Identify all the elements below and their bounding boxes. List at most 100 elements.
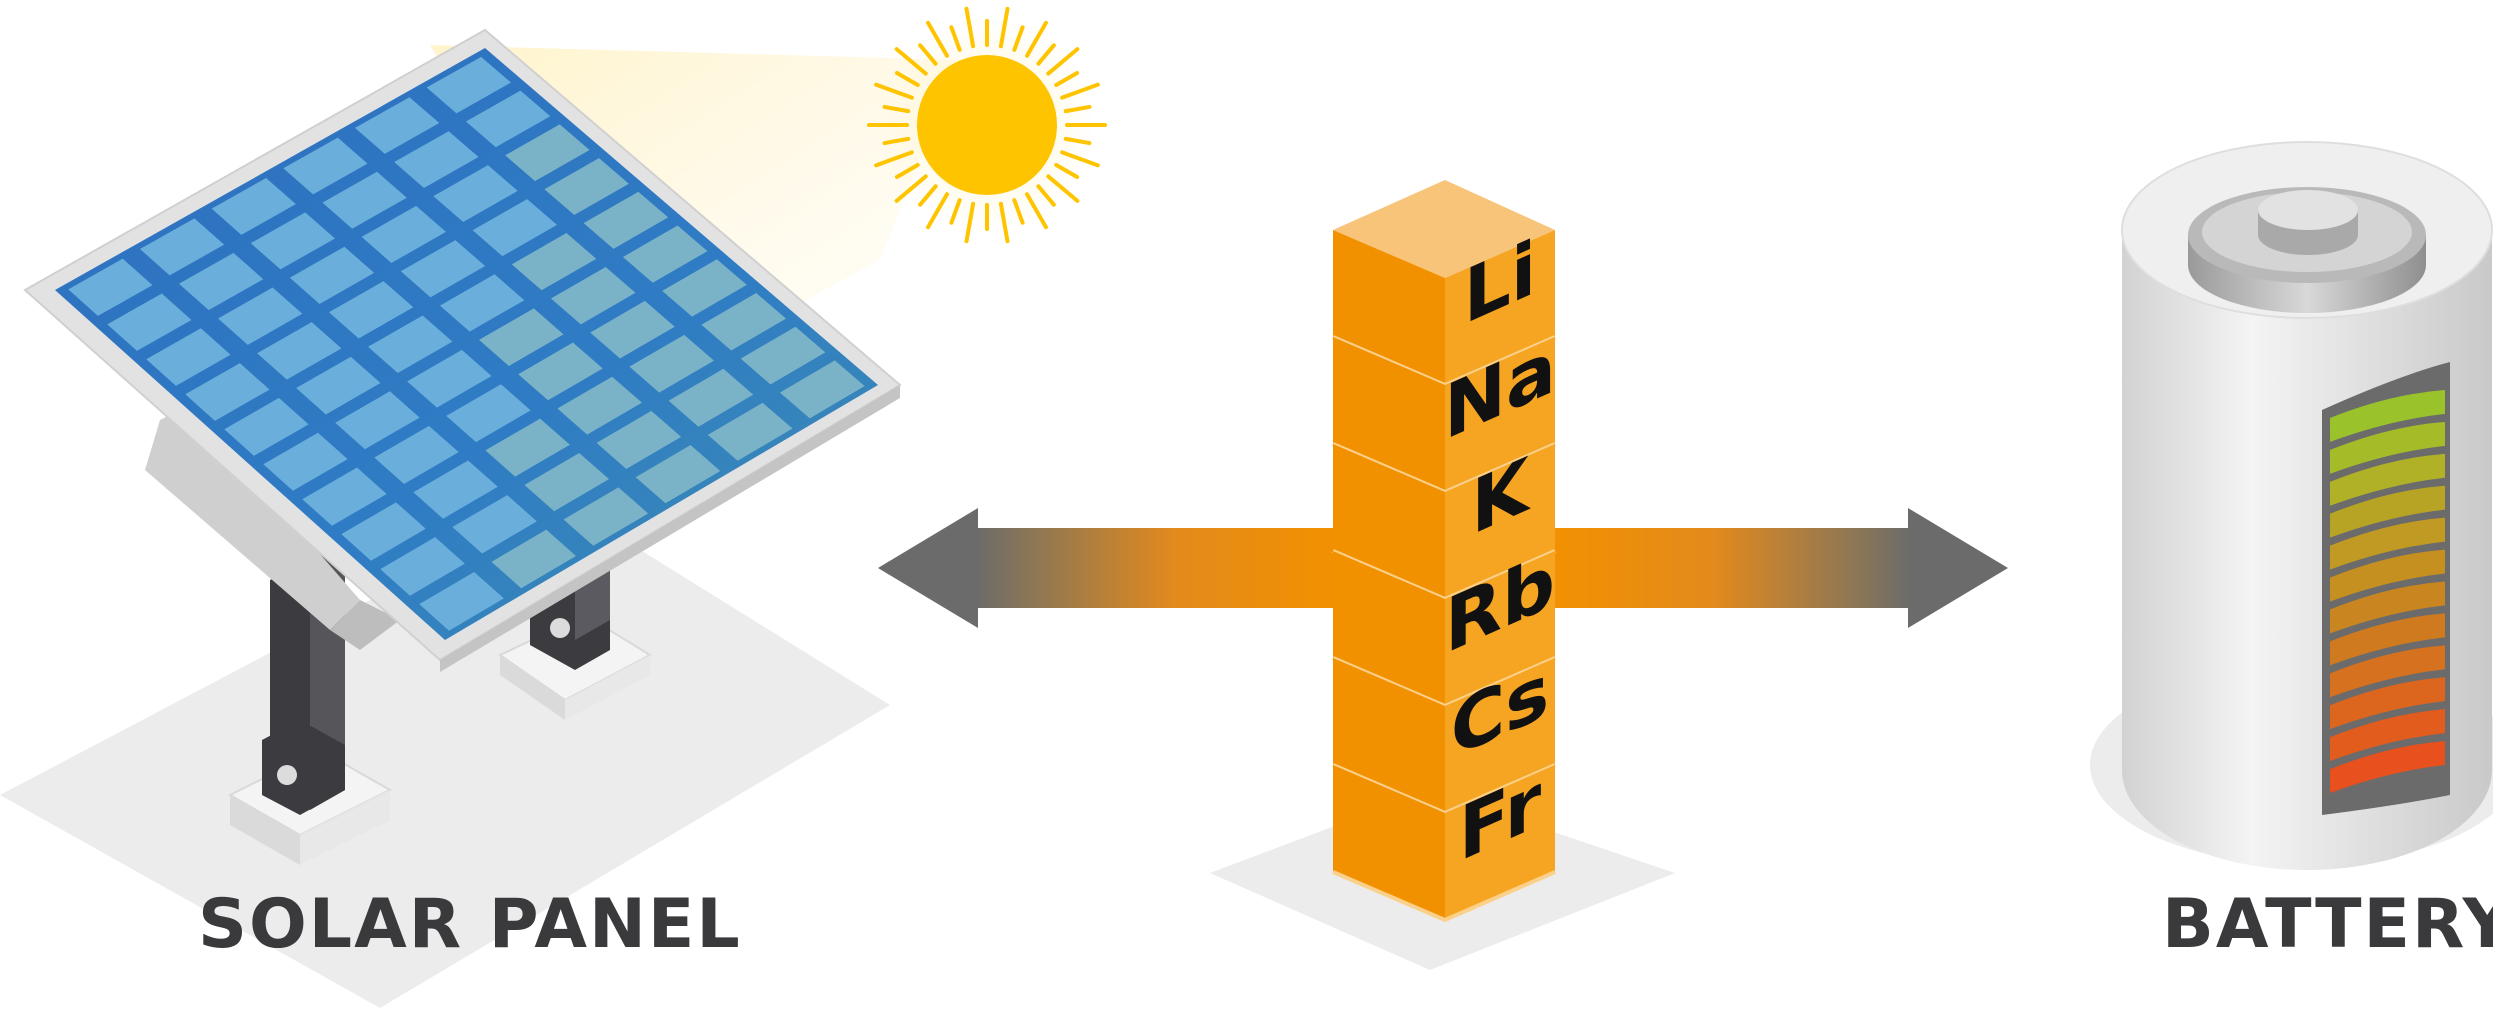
battery-level-bar: [2330, 390, 2445, 442]
panel-cell: [635, 445, 721, 504]
element-block-li: Li: [1332, 224, 1556, 388]
sun-ray: [1046, 174, 1080, 203]
panel-cell: [328, 281, 414, 339]
panel-cell: [224, 397, 309, 456]
panel-cell: [283, 137, 368, 195]
panel-cell: [740, 326, 826, 385]
panel-cell: [380, 537, 465, 596]
panel-cell: [472, 199, 558, 257]
battery-level-bar: [2330, 645, 2445, 698]
panel-cell: [439, 274, 525, 332]
panel-cell: [505, 124, 590, 182]
battery-level-bar: [2330, 677, 2445, 730]
battery-level-bar: [2330, 613, 2445, 666]
panel-cell: [701, 292, 787, 351]
sun-ray: [964, 6, 976, 49]
stack-top: [1333, 180, 1555, 278]
battery-terminal: [2258, 190, 2358, 230]
battery-level-bar: [2330, 485, 2445, 538]
panel-cell: [211, 177, 296, 235]
panel-cell: [419, 571, 504, 631]
sun-ray: [998, 6, 1010, 49]
solar-panel-icon: [0, 6, 1107, 1008]
panel-cell: [511, 233, 597, 291]
panel-cell: [446, 384, 531, 443]
panel-cell: [257, 322, 342, 380]
sun-ray: [882, 104, 911, 114]
panel-cell: [341, 502, 426, 561]
sun-ray: [894, 71, 920, 87]
sun-ray: [1025, 192, 1048, 230]
sun-ray: [949, 198, 962, 225]
sun-ray: [1063, 104, 1092, 114]
sun-ray: [874, 150, 914, 168]
sun-ray: [918, 184, 938, 207]
panel-cell: [302, 467, 387, 526]
panel-cell: [544, 158, 629, 215]
battery-level-bar: [2330, 421, 2445, 474]
panel-cell: [146, 328, 231, 386]
panel-cell: [322, 171, 407, 229]
arrow-left-head: [878, 508, 978, 628]
battery-level-indicator: [2330, 390, 2445, 793]
sun-ray: [918, 43, 938, 66]
battery-level-bar: [2330, 517, 2445, 570]
sun-ray: [949, 25, 962, 52]
panel-cell: [413, 460, 498, 519]
sun-ray: [1063, 136, 1092, 146]
arrow-right-shaft: [1550, 528, 1912, 608]
panel-cell: [250, 212, 335, 270]
panel-cell: [263, 432, 348, 491]
battery-level-bar: [2330, 453, 2445, 506]
panel-cell: [185, 363, 270, 421]
element-block-fr: Fr: [1332, 757, 1556, 923]
panel-cell: [485, 418, 570, 477]
panel-cell: [668, 368, 754, 427]
panel-cell: [583, 191, 669, 249]
solar-panel-label: SOLAR PANEL: [198, 885, 742, 964]
sun-ray: [894, 47, 928, 76]
battery-label: BATTERY: [2162, 885, 2493, 964]
panel-cells: [68, 56, 865, 631]
panel-cell: [433, 165, 518, 223]
double-headed-arrow-icon: [878, 508, 2008, 628]
sun-ray: [874, 82, 914, 100]
panel-cell: [335, 391, 420, 450]
sun-ray: [926, 20, 949, 58]
panel-cell: [563, 487, 649, 546]
arrow-right-head: [1908, 508, 2008, 628]
sun-icon: [867, 6, 1107, 244]
sun-ray: [1060, 150, 1100, 168]
panel-cell: [139, 218, 225, 276]
panel-cell: [590, 300, 675, 359]
panel-support: [145, 405, 360, 630]
panel-cell: [779, 360, 865, 419]
battery-level-bar: [2330, 741, 2445, 793]
sun-ray: [1012, 25, 1025, 52]
element-block-k: K: [1332, 440, 1556, 602]
panel-cell: [289, 246, 375, 304]
panel-cell: [179, 252, 264, 311]
sun-ray: [1036, 184, 1056, 207]
panel-cell: [218, 287, 303, 345]
panel-cell: [622, 225, 708, 283]
panel-cell: [596, 410, 682, 469]
sun-ray: [1046, 47, 1080, 76]
sun-ray: [1054, 163, 1080, 179]
panel-cell: [524, 452, 609, 512]
panel-cell: [407, 349, 492, 408]
sun-ray: [964, 201, 976, 244]
panel-cell: [662, 259, 747, 317]
sun-ray: [1060, 82, 1100, 100]
battery-level-bar: [2330, 709, 2445, 762]
panel-cell: [68, 258, 153, 316]
sun-ray: [1054, 71, 1080, 87]
panel-cell: [551, 266, 636, 325]
arrow-left-shaft: [975, 528, 1340, 608]
sun-ray: [882, 136, 911, 146]
panel-cell: [629, 334, 714, 393]
panel-cell: [491, 529, 576, 589]
